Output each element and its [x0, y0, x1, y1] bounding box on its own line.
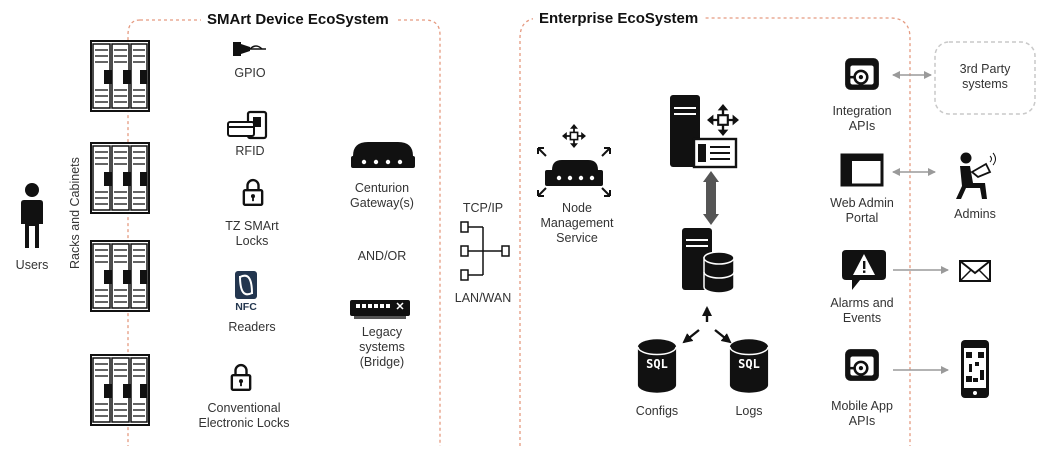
web-portal-icon — [840, 153, 884, 187]
configs-sql-text: SQL — [646, 357, 668, 371]
gpio-label: GPIO — [234, 66, 266, 80]
rack-cabinet-icon — [90, 354, 150, 426]
enterprise-ecosystem-border — [519, 17, 911, 446]
rfid-label: RFID — [235, 144, 265, 158]
third-party-label-1: 3rd Party — [959, 62, 1011, 76]
nfc-logo-text: NFC — [235, 301, 257, 313]
legacy-label-2: systems — [359, 340, 405, 354]
admin-icon — [956, 152, 996, 199]
logs-sql-text: SQL — [738, 357, 760, 371]
rack-cabinet-icon — [90, 142, 150, 214]
logs-label: Logs — [735, 404, 763, 418]
racks-label: Racks and Cabinets — [68, 157, 82, 269]
rack-cabinet-icon — [90, 40, 150, 112]
third-party-label-2: systems — [962, 77, 1008, 91]
configs-label: Configs — [635, 404, 679, 418]
server-icon — [670, 95, 739, 169]
alarms-label-2: Events — [842, 311, 882, 325]
centurion-gateway-icon — [351, 142, 415, 168]
legacy-bridge-icon — [350, 300, 410, 319]
tcp-ip-label: TCP/IP — [462, 201, 504, 215]
conventional-lock-icon — [230, 363, 252, 391]
tz-smart-label-2: Locks — [235, 234, 269, 248]
legacy-label-1: Legacy — [361, 325, 403, 339]
server-link-arrow — [703, 171, 719, 225]
alarm-icon — [842, 250, 886, 290]
rack-cabinet-icon — [90, 240, 150, 312]
mobile-phone-icon — [961, 340, 989, 398]
users-label: Users — [15, 258, 49, 272]
alarms-label-1: Alarms and — [830, 296, 894, 310]
database-server-icon — [682, 228, 735, 294]
nfc-readers-label: Readers — [228, 320, 276, 334]
admins-label: Admins — [954, 207, 996, 221]
rfid-icon — [227, 110, 268, 140]
mobile-app-label-1: Mobile App — [831, 399, 893, 413]
email-icon — [959, 260, 991, 282]
integration-api-icon — [843, 56, 881, 92]
smart-ecosystem-border-left — [127, 19, 141, 446]
integration-label-1: Integration — [832, 104, 892, 118]
conventional-label-1: Conventional — [207, 401, 281, 415]
integration-label-2: APIs — [848, 119, 876, 133]
conventional-label-2: Electronic Locks — [198, 416, 290, 430]
tz-smart-lock-icon — [242, 178, 264, 206]
mobile-app-label-2: APIs — [848, 414, 876, 428]
network-topology-icon — [460, 221, 510, 281]
tz-smart-label-1: TZ SMArt — [225, 219, 279, 233]
third-party-box — [934, 41, 1036, 115]
web-admin-label-2: Portal — [845, 211, 879, 225]
node-management-icon — [537, 124, 611, 197]
centurion-label-1: Centurion — [354, 181, 410, 195]
nms-label-1: Node — [562, 201, 592, 215]
enterprise-ecosystem-title: Enterprise EcoSystem — [533, 10, 705, 27]
mobile-api-icon — [843, 347, 881, 383]
gpio-icon — [233, 42, 266, 56]
nfc-icon — [235, 271, 257, 299]
lan-wan-label: LAN/WAN — [454, 291, 512, 305]
smart-ecosystem-title: SMArt Device EcoSystem — [201, 11, 395, 28]
db-arrows — [682, 306, 732, 344]
nms-label-3: Service — [556, 231, 598, 245]
users-icon — [21, 183, 43, 248]
centurion-label-2: Gateway(s) — [350, 196, 414, 210]
nms-label-2: Management — [540, 216, 614, 230]
legacy-label-3: (Bridge) — [359, 355, 405, 369]
and-or-label: AND/OR — [357, 249, 407, 263]
web-admin-label-1: Web Admin — [830, 196, 894, 210]
